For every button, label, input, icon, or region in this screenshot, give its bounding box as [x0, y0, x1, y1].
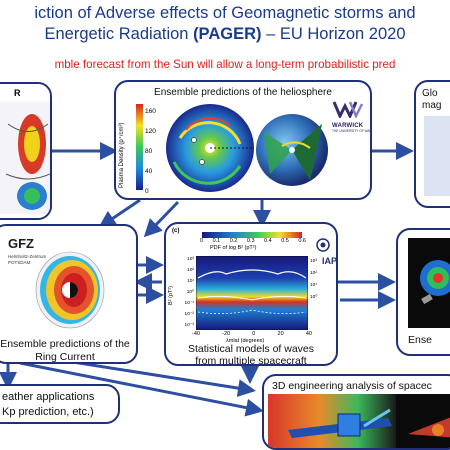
warwick-logo-text: WARWICK	[332, 123, 364, 129]
left-panel-label: R	[14, 88, 21, 98]
waves-right-tick: 10²	[310, 271, 317, 276]
ring-current-panel: GFZ Helmholtz-Zentrum POTSDAM Ensemble p…	[0, 224, 138, 364]
weather-panel: eather applications Kp prediction, etc.)	[0, 384, 120, 424]
waves-cb-tick: 0.2	[229, 238, 238, 244]
engineering-graphic	[268, 394, 450, 448]
waves-x-tick: 40	[305, 331, 312, 337]
waves-panel-tag: (c)	[172, 228, 180, 234]
waves-colorbar-ticks: 0 0.1 0.2 0.3 0.4 0.5 0.6	[200, 238, 306, 244]
engineering-title: 3D engineering analysis of spacec	[272, 380, 432, 392]
iap-logo	[316, 238, 330, 252]
engineering-panel: 3D engineering analysis of spacec	[262, 374, 450, 450]
top-right-line-2: mag	[422, 100, 442, 111]
waves-y-tick: 10⁻¹	[184, 301, 194, 306]
subtitle: mble forecast from the Sun will allow a …	[54, 58, 396, 71]
gfz-caption-2: Ring Current	[35, 351, 95, 363]
right-panel-graphic	[408, 238, 450, 328]
warwick-logo-sub: THE UNIVERSITY OF WARWICK	[332, 129, 372, 133]
waves-right-ticks: 10³ 10² 10¹ 10⁰	[310, 256, 317, 304]
waves-y-tick: 10⁻³	[184, 323, 194, 328]
title-line-2-pre: Energetic Radiation	[44, 25, 194, 43]
arrow-helio-to-gfz-2	[143, 200, 180, 238]
helio-tick-40: 40	[145, 168, 153, 175]
right-panel: Ense	[396, 228, 450, 356]
waves-y-label: B² (pT²)	[168, 286, 174, 305]
left-panel: R	[0, 82, 52, 220]
waves-caption-1: Statistical models of waves	[187, 343, 315, 355]
title-pager: (PAGER)	[193, 25, 262, 43]
gfz-logo-sub1: Helmholtz-Zentrum	[8, 254, 47, 259]
waves-y-tick: 10⁻²	[184, 312, 194, 317]
waves-cb-tick: 0.4	[264, 238, 272, 244]
iap-logo-icon	[316, 238, 330, 252]
waves-right-tick: 10¹	[310, 283, 317, 288]
heliosphere-panel: Ensemble predictions of the heliosphere	[114, 80, 372, 200]
waves-x-tick: -20	[222, 331, 231, 337]
arrow-left-to-eng	[19, 361, 264, 417]
arrow-helio-to-gfz	[98, 198, 141, 229]
waves-x-tick: 20	[277, 331, 284, 337]
heliosphere-sim	[136, 104, 254, 192]
title-line-2: Energetic Radiation (PAGER) – EU Horizon…	[0, 25, 450, 44]
weather-line-2: Kp prediction, etc.)	[2, 406, 94, 418]
waves-heatmap	[196, 256, 308, 330]
warwick-logo-icon	[332, 101, 364, 120]
waves-cb-tick: 0.6	[298, 238, 306, 244]
top-right-line-1: Glo	[422, 88, 438, 99]
waves-y-tick: 10³	[187, 257, 194, 262]
helio-colorbar	[136, 104, 143, 190]
waves-cb-tick: 0	[200, 238, 204, 244]
helio-3d-sim	[256, 114, 328, 186]
waves-caption-2: from multiple spacecraft	[195, 355, 307, 366]
iap-logo-text: IAP	[322, 256, 338, 266]
ring-current-sim	[35, 251, 105, 329]
gfz-caption-1: Ensemble predictions of the	[0, 338, 130, 350]
left-panel-graphic	[0, 84, 50, 218]
waves-colorbar-title: PDF of log B² (pT²)	[210, 245, 257, 251]
waves-cb-tick: 0.1	[212, 238, 221, 244]
waves-y-tick: 10⁰	[186, 290, 194, 295]
title-line-1: iction of Adverse effects of Geomagnetic…	[34, 4, 416, 22]
waves-right-tick: 10³	[310, 259, 317, 264]
waves-y-tick: 10¹	[187, 279, 194, 284]
waves-y-tick: 10²	[187, 268, 194, 273]
gfz-logo: GFZ	[8, 236, 34, 251]
warwick-logo: WARWICK THE UNIVERSITY OF WARWICK	[332, 100, 372, 133]
waves-y-ticks: 10³ 10² 10¹ 10⁰ 10⁻¹ 10⁻² 10⁻³	[178, 254, 194, 331]
helio-colorbar-label: Plasma Density (p⁺/cm³)	[119, 122, 125, 188]
waves-x-tick: -40	[192, 331, 200, 337]
helio-tick-80: 80	[145, 148, 153, 155]
arrow-gfz-to-eng	[59, 358, 256, 398]
helio-tick-120: 120	[145, 128, 156, 135]
title-line-2-post: – EU Horizon 2020	[261, 25, 406, 43]
waves-x-label: λmlat (degrees)	[226, 338, 265, 344]
weather-line-1: eather applications	[2, 391, 95, 403]
top-right-panel: Glo mag	[414, 80, 450, 208]
helio-tick-160: 160	[145, 108, 156, 115]
right-panel-caption: Ense	[408, 334, 432, 346]
waves-x-tick: 0	[252, 331, 256, 337]
heliosphere-title: Ensemble predictions of the heliosphere	[154, 87, 332, 98]
helio-colorbar-ticks: 160 120 80 40 0	[145, 102, 156, 198]
waves-cb-tick: 0.5	[281, 238, 289, 244]
gfz-logo-sub2: POTSDAM	[8, 260, 31, 265]
waves-cb-tick: 0.3	[246, 238, 255, 244]
waves-colorbar	[202, 232, 302, 238]
waves-x-ticks: -40 -20 0 20 40	[192, 331, 312, 337]
waves-right-tick: 10⁰	[310, 295, 318, 300]
top-right-graphic	[424, 116, 450, 196]
helio-tick-0: 0	[145, 188, 149, 195]
waves-panel: (c) 0 0.1 0.2 0.3 0.4 0.5 0.6 PDF of log…	[164, 222, 338, 366]
